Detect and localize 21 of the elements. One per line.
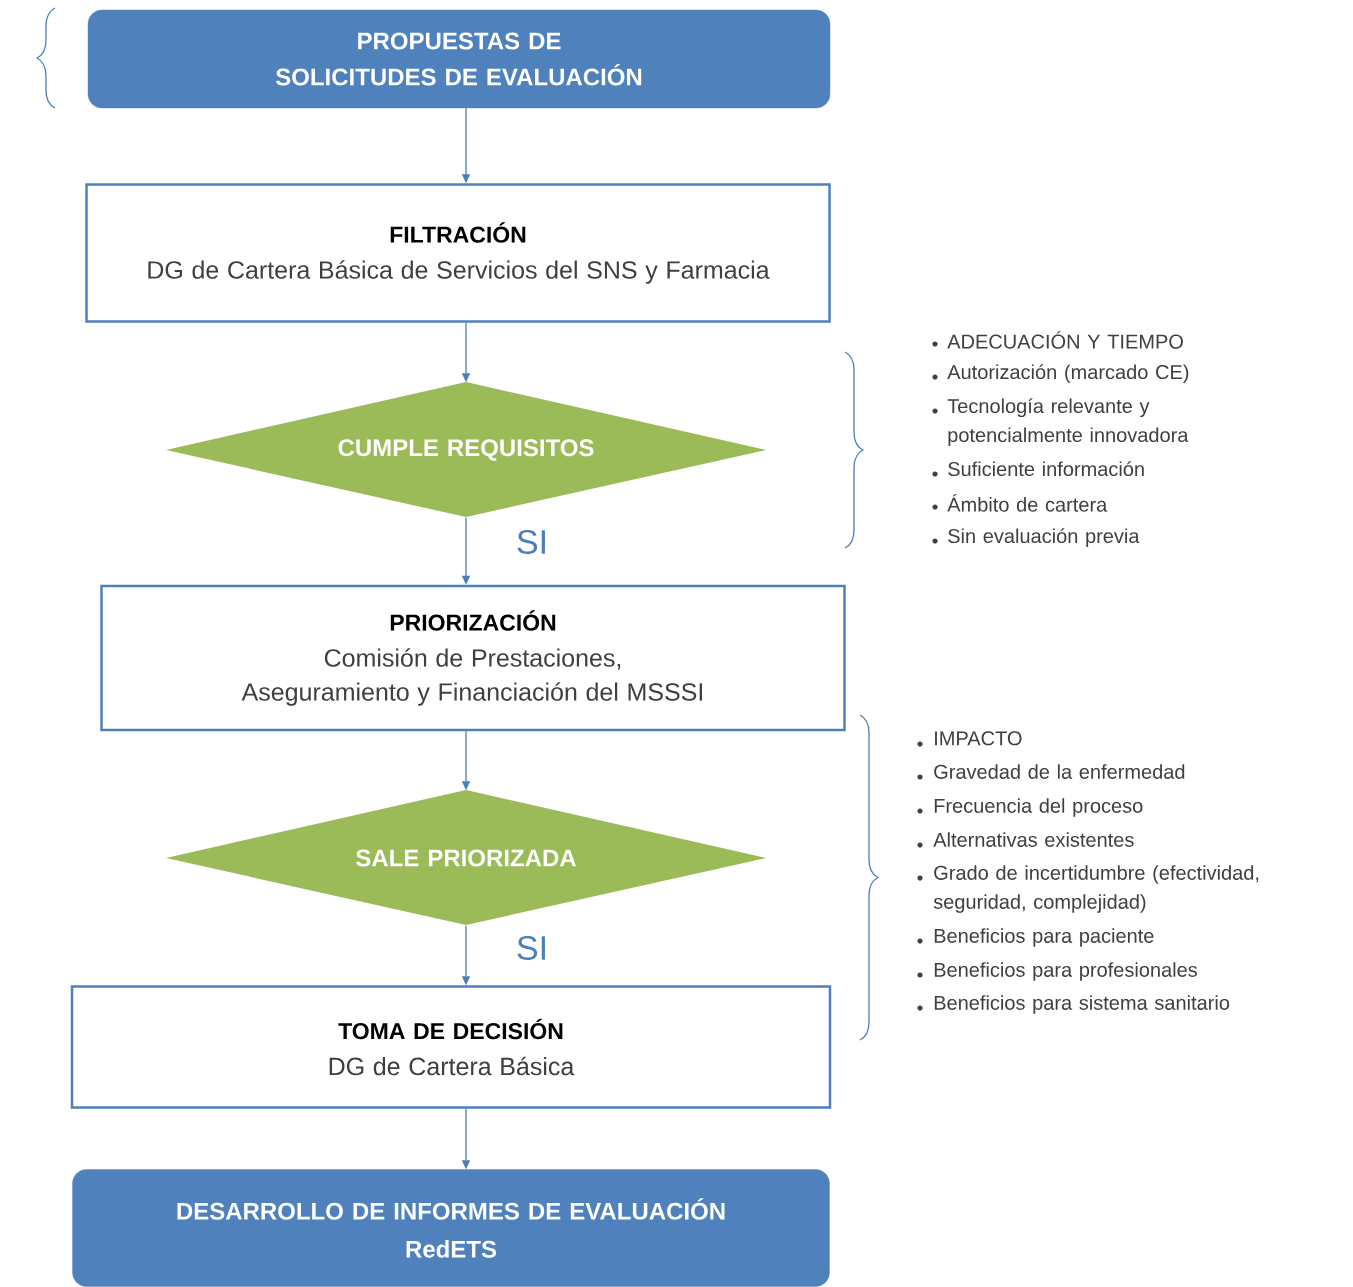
list-item: Tecnología relevante y potencialmente innovadora	[932, 398, 1189, 447]
list-item: Beneficios para sistema sanitario	[917, 995, 1230, 1014]
list-item: IMPACTO	[917, 731, 1022, 747]
list-item: Sin evaluación previa	[932, 528, 1140, 548]
list-item: Beneficios para paciente	[917, 928, 1154, 947]
list-item: Grado de incertidumbre (efectividad, seguridad, complejidad)	[917, 865, 1259, 913]
list-item: Autorización (marcado CE)	[932, 364, 1189, 384]
process-box: PRIORIZACIÓN Comisión de Prestaciones, Aseguramiento y Financiación del MSSSI	[100, 584, 846, 732]
list-item: Suficiente información	[932, 461, 1144, 477]
edge-label: SI	[514, 528, 550, 556]
list-item: ADECUACIÓN Y TIEMPO	[932, 331, 1183, 349]
process-banner: DESARROLLO DE INFORMES DE EVALUACIÓN RedETS	[72, 1169, 830, 1287]
list-item: Alternativas existentes	[917, 832, 1134, 848]
list-item: Ámbito de cartera	[932, 494, 1108, 512]
list-item: Gravedad de la enfermedad	[917, 764, 1185, 780]
edge-label: SI	[514, 934, 550, 962]
process-banner: PROPUESTAS DE SOLICITUDES DE EVALUACIÓN	[87, 9, 831, 109]
process-box: TOMA DE DECISIÓN DG de Cartera Básica	[70, 985, 832, 1109]
list-item: Frecuencia del proceso	[917, 798, 1143, 817]
process-box: FILTRACIÓN DG de Cartera Básica de Servicios del SNS y Farmacia	[85, 183, 831, 323]
list-item: Beneficios para profesionales	[917, 962, 1197, 981]
